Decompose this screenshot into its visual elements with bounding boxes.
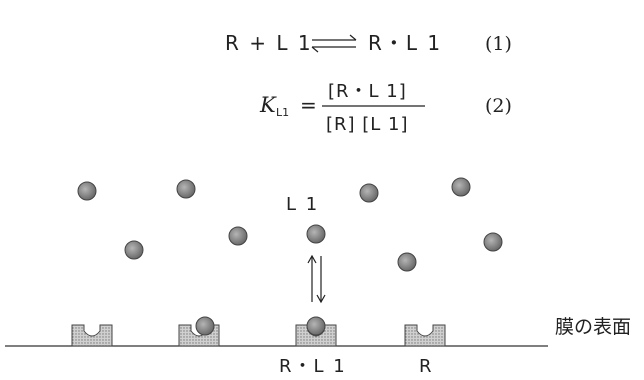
equals-sign: = xyxy=(300,93,317,117)
ligand-ball xyxy=(77,181,97,201)
k-subscript: L1 xyxy=(276,106,289,119)
bound-ligand-ball xyxy=(195,316,215,336)
free-receptor-label: R xyxy=(419,356,432,376)
ligand-ball xyxy=(124,240,144,260)
equation-1: R + L 1 R・L 1 (1) xyxy=(225,31,512,55)
equation-2-number: (2) xyxy=(485,95,512,117)
ligand-ball xyxy=(228,226,248,246)
fraction-denominator: [R] [L 1] xyxy=(326,114,409,135)
bound-ligand-ball xyxy=(306,316,326,336)
ligand-ball xyxy=(306,224,326,244)
equation-2: K L1 = [R・L 1] [R] [L 1] (2) xyxy=(259,81,512,135)
binding-arrows-icon xyxy=(307,254,326,304)
ligand-ball xyxy=(397,252,417,272)
ligand-ball xyxy=(483,232,503,252)
ligand-ball xyxy=(359,183,379,203)
equation-1-number: (1) xyxy=(485,33,512,55)
ligand-ball xyxy=(451,177,471,197)
membrane-label: 膜の表面 xyxy=(555,316,631,338)
receptor-empty xyxy=(404,324,446,347)
bound-complex-label: R・L 1 xyxy=(279,356,347,376)
receptor-empty xyxy=(71,324,113,347)
fraction-numerator: [R・L 1] xyxy=(328,81,407,102)
equation-1-right: R・L 1 xyxy=(368,31,442,55)
free-ligands xyxy=(77,177,503,272)
bound-ligands xyxy=(195,316,326,336)
equilibrium-arrows-icon xyxy=(311,34,357,53)
equation-1-left: R + L 1 xyxy=(225,31,313,55)
k-symbol: K xyxy=(259,93,277,117)
ligand-ball xyxy=(176,179,196,199)
ligand-label: L 1 xyxy=(286,194,319,215)
receptors xyxy=(71,324,446,347)
